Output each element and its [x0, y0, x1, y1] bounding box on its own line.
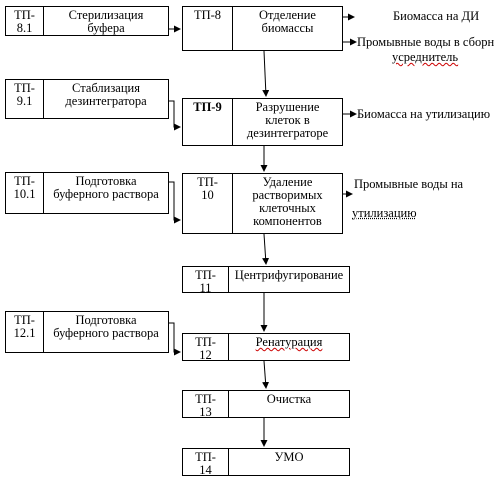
output-wash-util-line2: утилизацию — [352, 206, 417, 220]
arrow-tp12-to-tp13 — [262, 360, 270, 389]
step-tp8-1: ТП- 8.1 Стерилизация буфера — [5, 6, 169, 36]
step-name: Очистка — [266, 392, 312, 406]
output-biomass-util: Биомасса на утилизацию — [357, 107, 491, 121]
step-code: ТП-8 — [183, 7, 233, 50]
step-name: Удаление растворимых клеточных компонент… — [252, 175, 323, 228]
step-tp9-1: ТП- 9.1 Стаблизация дезинтегратора — [5, 79, 169, 119]
step-tp10-1: ТП- 10.1 Подготовка буферного раствора — [5, 172, 169, 214]
step-code: ТП-9 — [183, 99, 233, 145]
step-tp9: ТП-9 Разрушение клеток в дезинтеграторе — [182, 98, 343, 146]
step-code: ТП- 10.1 — [6, 173, 44, 213]
step-name: Отделение биомассы — [259, 8, 316, 35]
step-code: ТП- 12.1 — [6, 312, 44, 352]
step-tp11: ТП- 11 Центрифугирование — [182, 266, 350, 295]
step-code: ТП- 11 — [183, 267, 229, 295]
arrow-tp12-1-to-tp12 — [169, 322, 181, 356]
arrow-tp10-1-to-tp10 — [169, 181, 181, 224]
step-tp10: ТП- 10 Удаление растворимых клеточных ко… — [182, 173, 343, 234]
step-tp13: ТП- 13 Очистка — [182, 390, 350, 419]
arrow-tp8-to-tp9 — [262, 50, 270, 97]
step-name: Центрифугирование — [234, 268, 344, 282]
step-code: ТП- 13 — [183, 391, 229, 419]
step-tp8: ТП-8 Отделение биомассы — [182, 6, 343, 51]
step-tp12: ТП- 12 Ренатурация — [182, 333, 350, 362]
step-name: Подготовка буферного раствора — [53, 313, 159, 340]
step-tp12-1: ТП- 12.1 Подготовка буферного раствора — [5, 311, 169, 353]
output-wash-water-line2: усреднитель — [392, 50, 459, 64]
output-wash-util-line1: Промывные воды на — [354, 177, 464, 191]
output-wash-water-line1: Промывные воды в сборн — [357, 35, 495, 49]
step-tp14: ТП- 14 УМО — [182, 448, 350, 477]
step-name: Подготовка буферного раствора — [53, 174, 159, 201]
step-name: Стаблизация дезинтегратора — [65, 81, 147, 108]
arrow-tp9-1-to-tp9 — [169, 100, 181, 131]
step-name: Ренатурация — [255, 335, 323, 349]
step-code: ТП- 8.1 — [6, 7, 44, 35]
step-code: ТП- 12 — [183, 334, 229, 362]
step-name: Стерилизация буфера — [68, 8, 144, 35]
output-biomass-di: Биомасса на ДИ — [393, 9, 480, 23]
arrow-tp10-to-tp11 — [262, 233, 270, 265]
step-code: ТП- 10 — [183, 174, 233, 233]
step-name: УМО — [274, 450, 304, 464]
step-code: ТП- 9.1 — [6, 80, 44, 118]
step-name: Разрушение клеток в дезинтеграторе — [246, 100, 329, 140]
step-code: ТП- 14 — [183, 449, 229, 477]
